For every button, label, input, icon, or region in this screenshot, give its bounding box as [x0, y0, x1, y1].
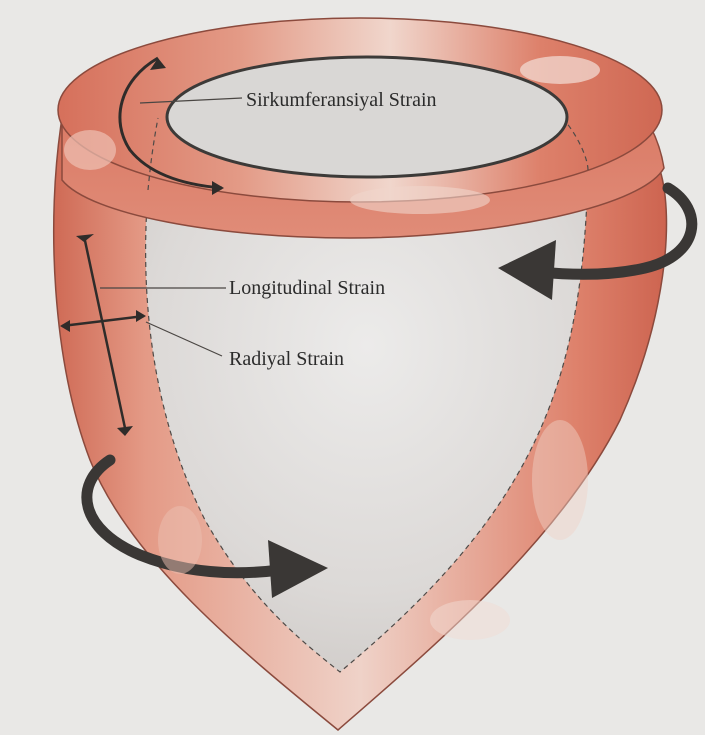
- ring-lumen: [167, 57, 567, 177]
- longitudinal-strain-label: Longitudinal Strain: [229, 278, 385, 298]
- radial-strain-label: Radiyal Strain: [229, 349, 344, 369]
- circumferential-strain-label: Sirkumferansiyal Strain: [246, 90, 437, 110]
